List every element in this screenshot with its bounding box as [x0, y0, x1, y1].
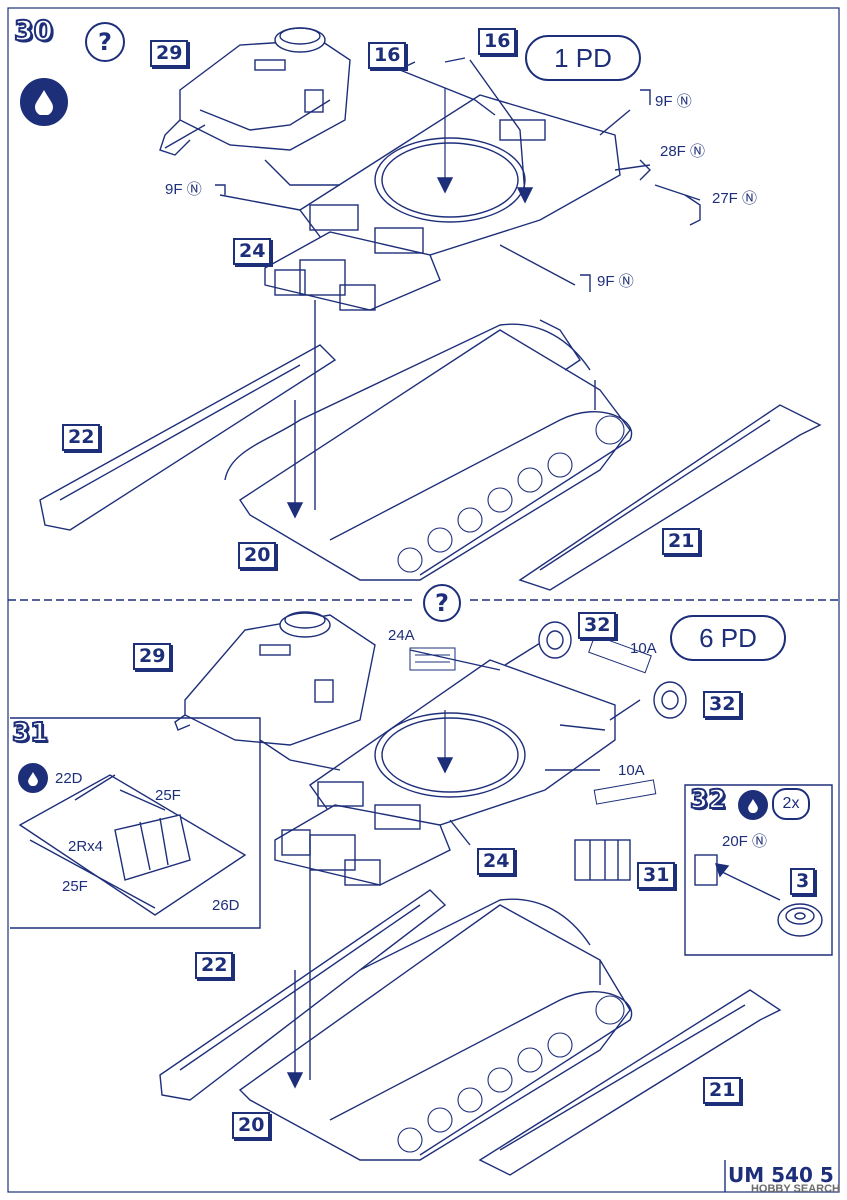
glue-drop-icon-32	[738, 790, 768, 820]
fender-right-top	[518, 404, 822, 591]
cement-icon: Ⓝ	[676, 93, 692, 110]
cement-icon: Ⓝ	[742, 190, 758, 207]
part-20-bottom: 20	[232, 1112, 271, 1139]
part-16b-top: 16	[478, 28, 517, 55]
glue-drop-icon	[20, 78, 68, 126]
fender-left-bottom	[159, 889, 447, 1101]
label-9f-a: 9F Ⓝ	[655, 93, 692, 110]
part-22-bottom: 22	[195, 952, 234, 979]
part-16a-top: 16	[368, 42, 407, 69]
turret-top	[159, 27, 351, 156]
label-22d: 22D	[55, 770, 83, 787]
part-21-top: 21	[662, 528, 701, 555]
hull-bottom	[274, 659, 616, 886]
label-25f-b: 25F	[62, 878, 88, 895]
inset31-number: 31	[11, 717, 49, 749]
part-24-bottom: 24	[477, 848, 516, 875]
step-number: 30	[13, 13, 54, 48]
hull-top	[264, 94, 621, 311]
part-20-top: 20	[238, 542, 277, 569]
variant-6pd: 6 PD	[670, 615, 786, 661]
part-31-bottom: 31	[637, 862, 676, 889]
part-24-top: 24	[233, 238, 272, 265]
cement-icon: Ⓝ	[690, 143, 706, 160]
label-24a: 24A	[388, 627, 415, 644]
part-21-bottom: 21	[703, 1077, 742, 1104]
turret-bottom	[174, 611, 376, 746]
label-20f: 20F Ⓝ	[722, 833, 768, 850]
footer-code: UM 540 5	[728, 1163, 834, 1187]
part-29-bottom: 29	[133, 643, 172, 670]
cement-icon: Ⓝ	[752, 833, 768, 850]
label-9f-b: 9F Ⓝ	[165, 181, 202, 198]
label-25f-a: 25F	[155, 787, 181, 804]
label-10a-b: 10A	[618, 762, 645, 779]
label-9f-c: 9F Ⓝ	[597, 273, 634, 290]
variant-1pd: 1 PD	[525, 35, 641, 81]
label-10a-a: 10A	[630, 640, 657, 657]
cement-icon: Ⓝ	[186, 181, 202, 198]
part-32b: 32	[703, 691, 742, 718]
quantity-badge: 2x	[772, 788, 810, 820]
glue-drop-icon-31	[18, 763, 48, 793]
label-2rx4: 2Rx4	[68, 838, 104, 855]
part-22-top: 22	[62, 424, 101, 451]
watermark: HOBBY SEARCH	[750, 1183, 840, 1195]
part-29-top: 29	[150, 40, 189, 67]
chassis-top	[224, 319, 633, 581]
part-32a: 32	[578, 612, 617, 639]
label-27f: 27F Ⓝ	[712, 190, 758, 207]
fender-left-top	[39, 344, 337, 531]
fender-right-bottom	[478, 989, 782, 1176]
part-3: 3	[790, 868, 816, 895]
label-26d: 26D	[212, 897, 240, 914]
question-icon: ?	[85, 22, 125, 62]
inset32-number: 32	[689, 784, 727, 816]
label-28f: 28F Ⓝ	[660, 143, 706, 160]
question-icon-mid: ?	[423, 584, 461, 622]
cement-icon: Ⓝ	[618, 273, 634, 290]
